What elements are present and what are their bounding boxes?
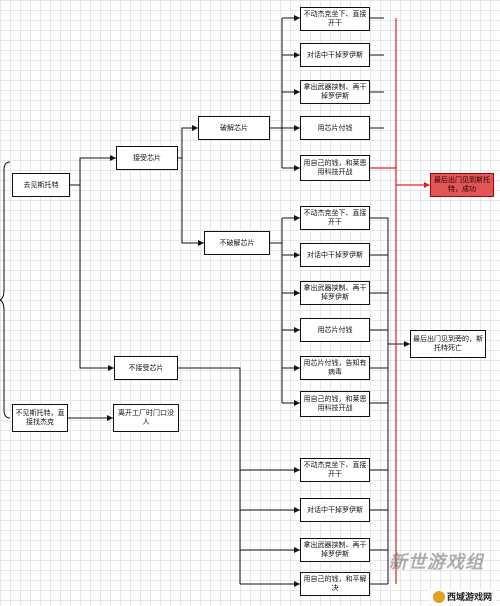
node-no-crack-chip: 不破解芯片 bbox=[204, 231, 270, 255]
site-logo-icon bbox=[432, 591, 445, 603]
node-crack-chip: 破解芯片 bbox=[198, 116, 270, 140]
watermark-site: 西域游戏网 bbox=[428, 588, 496, 604]
node-b2: 对话中干掉罗伊斯 bbox=[300, 243, 370, 267]
edge-accept-crack bbox=[176, 127, 198, 159]
edge-accept-nocrack bbox=[181, 158, 204, 244]
left-bracket bbox=[0, 161, 11, 419]
node-a4: 用芯片付钱 bbox=[300, 116, 370, 140]
node-refuse-chip: 不接受芯片 bbox=[114, 356, 178, 380]
node-c4: 用自己的钱，和平解决 bbox=[300, 572, 370, 596]
node-b4: 用芯片付钱 bbox=[300, 318, 370, 342]
node-a3: 拿出武器挟制、再干掉罗伊斯 bbox=[300, 80, 370, 104]
edge-start-accept bbox=[68, 157, 116, 186]
node-a5: 用自己的钱，和莱恩用科技开战 bbox=[300, 155, 370, 181]
node-outcome-success: 最后出门见到斯托特，成功 bbox=[430, 173, 494, 197]
edge-start-refuse bbox=[79, 185, 114, 369]
node-c3: 拿出武器挟制、再干掉罗伊斯 bbox=[300, 538, 370, 562]
node-not-see-stout: 不见斯托特，直接找杰克 bbox=[12, 404, 68, 432]
node-a2: 对话中干掉罗伊斯 bbox=[300, 43, 370, 67]
watermark-site-label: 西域游戏网 bbox=[446, 592, 492, 603]
node-b6: 用自己的钱，和莱恩用科技开战 bbox=[300, 391, 370, 417]
node-c1: 不动杰克坐下、直接开干 bbox=[300, 458, 370, 482]
node-b5: 用芯片付钱，告知有病毒 bbox=[300, 356, 370, 380]
node-b1: 不动杰克坐下、直接开干 bbox=[300, 206, 370, 230]
node-a1: 不动杰克坐下、直接开干 bbox=[300, 7, 370, 31]
node-start: 去见斯托特 bbox=[12, 173, 70, 197]
watermark: 新世游戏组 西域游戏网 bbox=[356, 544, 496, 604]
node-accept-chip: 接受芯片 bbox=[116, 146, 178, 170]
node-b3: 拿出武器挟制、再干掉罗伊斯 bbox=[300, 281, 370, 305]
node-outcome-dead: 最后出门见到旁的，斯托特死亡 bbox=[410, 330, 486, 358]
watermark-big-text: 新世游戏组 bbox=[389, 552, 484, 573]
node-c2: 对话中干掉罗伊斯 bbox=[300, 498, 370, 522]
node-leave-factory: 离开工厂时门口没人 bbox=[113, 404, 179, 432]
